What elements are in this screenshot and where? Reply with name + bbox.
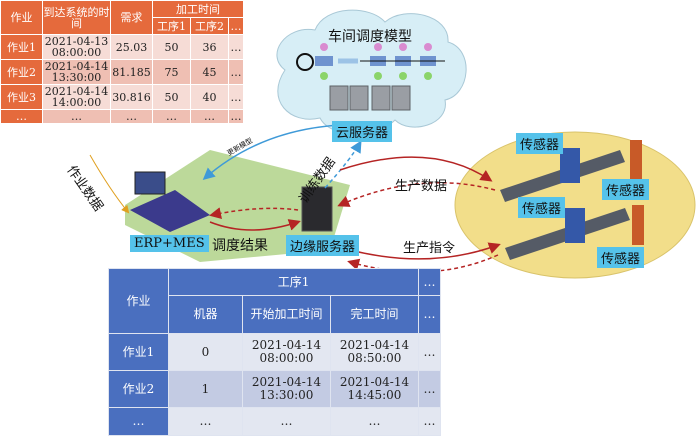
production-command-arrow: [349, 242, 501, 260]
cell-start: 2021-04-14 13:30:00: [242, 370, 331, 408]
cell-finish: …: [329, 407, 420, 436]
header-more: …: [228, 17, 244, 35]
sensor-label: 传感器: [518, 197, 566, 218]
header-more: …: [418, 268, 442, 296]
cell-machine: 1: [168, 370, 243, 408]
cell-more: …: [418, 370, 442, 408]
sensor-label: 传感器: [516, 133, 564, 154]
cell-demand: 81.185: [110, 59, 153, 85]
header-arrival: 到达系统的时间: [42, 0, 111, 35]
production-data-label: 生产数据: [395, 179, 448, 194]
cell-job: 作业1: [108, 333, 169, 371]
schedule-result-arrow: [209, 219, 301, 231]
header-job: 作业: [108, 268, 169, 334]
cell-job: 作业3: [0, 84, 43, 110]
cell-start: 2021-04-14 08:00:00: [242, 333, 331, 371]
cloud-shape: [276, 9, 467, 135]
erp-workstation: [130, 190, 210, 232]
cell-arrival: 2021-04-13 08:00:00: [42, 34, 111, 60]
cell-op2: …: [190, 109, 229, 124]
erp-mes-label: ERP+MES: [130, 235, 209, 252]
cell-job: 作业1: [0, 34, 43, 60]
cell-start: …: [242, 407, 331, 436]
edge-server-label: 边缘服务器: [286, 235, 360, 256]
cell-job: …: [108, 407, 169, 436]
cell-more: …: [228, 109, 244, 124]
machine-units: [560, 148, 585, 243]
cell-demand: 25.03: [110, 34, 153, 60]
robot-arms: [630, 140, 644, 245]
job-data-arrow: [89, 154, 130, 214]
cell-demand: 30.816: [110, 84, 153, 110]
header-job: 作业: [0, 0, 43, 35]
cell-finish: 2021-04-14 14:45:00: [329, 370, 420, 408]
cell-op1: 50: [152, 84, 191, 110]
cloud-servers: [329, 85, 411, 111]
cell-job: 作业2: [108, 370, 169, 408]
cell-more: …: [228, 34, 244, 60]
schedule-result-label: 调度结果: [212, 235, 268, 255]
cell-op2: 36: [190, 34, 229, 60]
table-row: ……………: [108, 407, 442, 436]
header-more: …: [418, 295, 442, 334]
production-command-label: 生产指令: [403, 241, 456, 256]
header-op1: 工序1: [152, 17, 191, 35]
edge-platform: [125, 150, 350, 262]
cell-arrival: …: [42, 109, 111, 124]
table-row: ………………: [0, 109, 244, 124]
cell-machine: 0: [168, 333, 243, 371]
sensor-label: 传感器: [597, 247, 645, 268]
erp-monitor: [134, 171, 166, 195]
cloud-server-label: 云服务器: [332, 121, 393, 142]
cell-more: …: [418, 333, 442, 371]
header-demand: 需求: [110, 0, 153, 35]
cell-arrival: 2021-04-14 13:30:00: [42, 59, 111, 85]
cell-machine: …: [168, 407, 243, 436]
cell-job: …: [0, 109, 43, 124]
cell-more: …: [228, 84, 244, 110]
header-finish: 完工时间: [329, 295, 420, 334]
cell-job: 作业2: [0, 59, 43, 85]
header-op1: 工序1: [167, 268, 420, 296]
header-machine: 机器: [168, 295, 243, 334]
cell-op2: 40: [190, 84, 229, 110]
production-data-return: [337, 182, 496, 207]
cell-arrival: 2021-04-14 14:00:00: [42, 84, 111, 110]
cell-more: …: [228, 59, 244, 85]
update-model-arrow: [202, 124, 341, 180]
cell-more: …: [418, 407, 442, 436]
cell-demand: …: [110, 109, 153, 124]
sensor-label: 传感器: [602, 179, 650, 200]
header-start: 开始加工时间: [242, 295, 331, 334]
cloud-model-title: 车间调度模型: [328, 29, 412, 45]
cell-op1: …: [152, 109, 191, 124]
cell-op2: 45: [190, 59, 229, 85]
production-data-arrow: [339, 156, 493, 182]
schedule-return-arrow: [209, 207, 299, 220]
cell-op1: 75: [152, 59, 191, 85]
cell-op1: 50: [152, 34, 191, 60]
rnn-diagram: [296, 43, 445, 80]
edge-server-icon: [301, 186, 333, 232]
cell-finish: 2021-04-14 08:50:00: [329, 333, 420, 371]
header-proc-time: 加工时间: [152, 0, 244, 18]
header-op2: 工序2: [190, 17, 229, 35]
